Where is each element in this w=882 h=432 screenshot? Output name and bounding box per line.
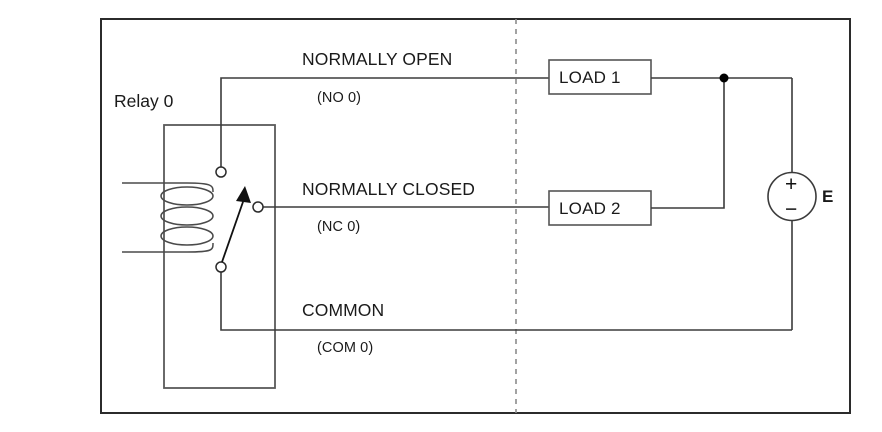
voltage-source-symbol — [767, 171, 817, 222]
junction-dot-icon — [719, 73, 729, 83]
source-label: E — [822, 187, 834, 206]
normally-closed-tag: (NC 0) — [317, 219, 361, 235]
common-title: COMMON — [302, 300, 385, 320]
common-tag: (COM 0) — [317, 340, 374, 356]
diagram-outer-border — [100, 18, 851, 414]
load-1-box — [548, 59, 652, 95]
wire-load2-to-junction — [651, 78, 725, 209]
relay-enclosure — [163, 124, 276, 389]
armature-arrow-icon — [221, 186, 251, 263]
source-plus-sign: + — [785, 173, 798, 196]
source-minus-sign: − — [785, 198, 798, 221]
load-2-label: LOAD 2 — [559, 199, 621, 218]
relay-label: Relay 0 — [114, 91, 174, 111]
terminal-normally-open — [215, 166, 227, 178]
normally-open-tag: (NO 0) — [317, 90, 362, 106]
load-1-label: LOAD 1 — [559, 68, 621, 87]
wire-normally-open — [220, 77, 549, 172]
relay-coil-icon — [160, 182, 214, 253]
wire-common — [220, 267, 792, 331]
normally-closed-title: NORMALLY CLOSED — [302, 179, 475, 199]
normally-open-title: NORMALLY OPEN — [302, 49, 453, 69]
terminal-normally-closed — [252, 201, 264, 213]
terminal-common — [215, 261, 227, 273]
